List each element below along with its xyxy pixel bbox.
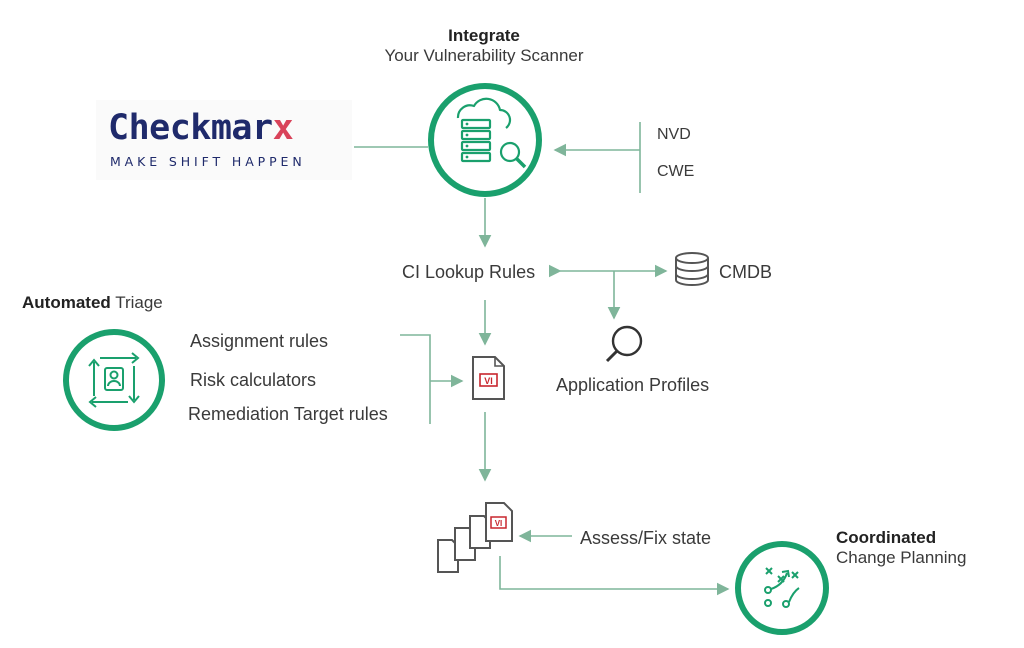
planning-title: Coordinated	[836, 528, 937, 547]
vi-label: VI	[484, 376, 493, 386]
application-profiles: Application Profiles	[556, 375, 710, 395]
triage-title: Automated Triage	[22, 293, 163, 312]
logo-tagline: MAKE SHIFT HAPPEN	[110, 154, 306, 169]
integrate-title: Integrate	[448, 26, 520, 45]
assess-fix-state: Assess/Fix state	[580, 528, 712, 548]
logo-wordmark: Checkmarx	[108, 108, 294, 148]
cmdb-label: CMDB	[719, 262, 772, 282]
triage-bracket	[400, 334, 431, 424]
source-cwe: CWE	[657, 163, 695, 180]
triage-rule-assignment: Assignment rules	[190, 331, 329, 351]
planning-subtitle: Change Planning	[836, 548, 967, 567]
checkmarx-logo: Checkmarx MAKE SHIFT HAPPEN	[96, 100, 352, 180]
ci-lookup-rules: CI Lookup Rules	[402, 262, 536, 282]
triage-rule-risk: Risk calculators	[190, 370, 317, 390]
vi-stack-label: VI	[495, 519, 503, 528]
integrate-subtitle: Your Vulnerability Scanner	[384, 46, 584, 65]
source-nvd: NVD	[657, 126, 691, 143]
triage-rule-remediation: Remediation Target rules	[188, 404, 388, 424]
stack-to-planning-arrow	[499, 556, 730, 596]
